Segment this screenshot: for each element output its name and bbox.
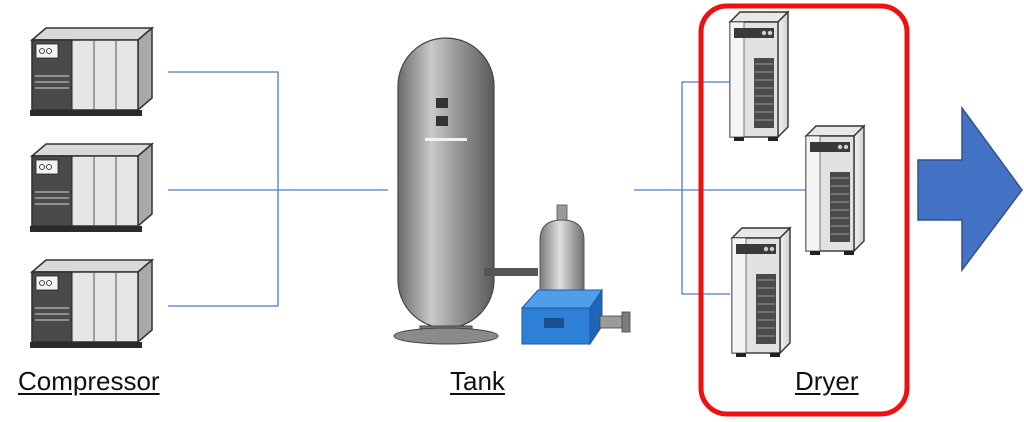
output-flow-arrow bbox=[917, 105, 1023, 273]
compressor-unit-2 bbox=[29, 143, 153, 233]
air-tank bbox=[393, 37, 499, 345]
compressor-unit-3 bbox=[29, 259, 153, 349]
tank-drain-pipe bbox=[484, 268, 538, 276]
dryer-unit-1 bbox=[729, 11, 789, 142]
dryer-manifold-pipe bbox=[634, 81, 808, 295]
dryer-highlight-box bbox=[698, 3, 910, 417]
dryer-label: Dryer bbox=[795, 366, 859, 396]
tank-label: Tank bbox=[450, 366, 505, 396]
compressor-manifold-pipe bbox=[168, 71, 388, 307]
separator-unit bbox=[520, 204, 631, 346]
dryer-unit-2 bbox=[805, 125, 865, 256]
dryer-unit-3 bbox=[731, 227, 791, 358]
compressor-label: Compressor bbox=[18, 366, 160, 396]
compressor-unit-1 bbox=[29, 27, 153, 117]
